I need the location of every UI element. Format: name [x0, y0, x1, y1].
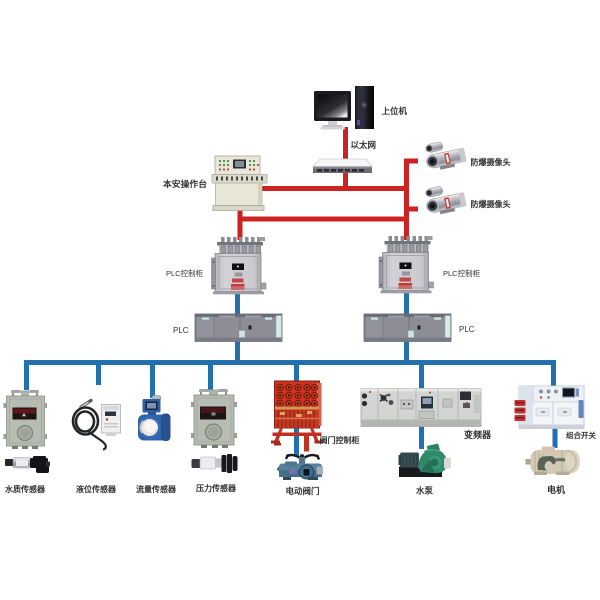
svg-text:上位机: 上位机 — [382, 106, 408, 116]
svg-text:电动阀门: 电动阀门 — [286, 486, 320, 496]
svg-text:压力传感器: 压力传感器 — [196, 483, 237, 493]
svg-text:水质传感器: 水质传感器 — [4, 484, 46, 494]
svg-text:电机: 电机 — [547, 484, 565, 495]
svg-text:PLC控制柜: PLC控制柜 — [443, 268, 481, 278]
svg-text:以太网: 以太网 — [351, 140, 377, 150]
svg-text:水泵: 水泵 — [415, 486, 434, 496]
svg-text:本安操作台: 本安操作台 — [162, 178, 207, 189]
svg-text:防爆摄像头: 防爆摄像头 — [471, 199, 511, 209]
svg-text:PLC控制柜: PLC控制柜 — [166, 268, 204, 278]
svg-text:阀门控制柜: 阀门控制柜 — [320, 435, 360, 445]
svg-text:流量传感器: 流量传感器 — [136, 484, 177, 494]
svg-text:液位传感器: 液位传感器 — [76, 484, 117, 494]
svg-text:防爆摄像头: 防爆摄像头 — [471, 157, 511, 167]
svg-text:PLC: PLC — [459, 325, 475, 334]
svg-text:变频器: 变频器 — [464, 429, 492, 440]
svg-text:组合开关: 组合开关 — [566, 430, 596, 440]
svg-text:PLC: PLC — [173, 326, 189, 335]
